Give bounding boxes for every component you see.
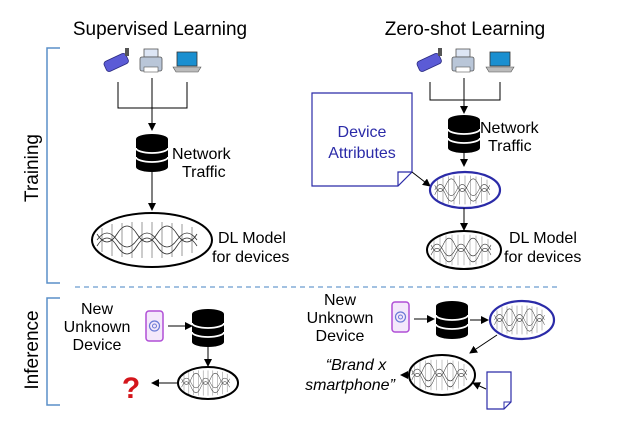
dl-model-node [177,366,239,400]
new-device-line3: Device [73,337,122,354]
smartphone-icon [391,301,410,333]
supervised-title: Supervised Learning [73,19,247,40]
traffic-label-line2: Traffic [488,138,532,155]
database-icon [447,114,481,154]
traffic-label-line1: Network [480,120,540,137]
attribute-embedding-node [428,170,502,210]
training-label: Training [22,134,43,202]
dl-model-node [426,230,502,270]
arrow [472,382,487,390]
dl-model-label-line1: DL Model [218,230,286,247]
training-bracket [46,47,60,284]
printer-icon [139,48,163,73]
device-connector [429,78,501,101]
database-icon [435,300,469,340]
database-icon [191,308,225,348]
traffic-label-line2: Traffic [182,164,226,181]
prediction-line2: smartphone” [305,377,395,394]
dl-model-label-line2: for devices [212,249,289,266]
new-device-line2: Unknown [64,319,131,336]
smartphone-icon [145,310,164,342]
attribute-embedding-node [488,299,556,341]
dl-model-label-line1: DL Model [509,230,577,247]
arrow [469,334,498,354]
camera-icon [103,48,129,72]
inference-bracket [46,297,60,406]
traffic-label-line1: Network [172,146,232,163]
printer-icon [451,48,475,73]
attributes-document-icon [486,371,512,410]
new-device-line3: Device [316,328,365,345]
dl-model-node [91,212,213,268]
new-device-line1: New [324,292,356,309]
dl-model-label-line2: for devices [504,249,581,266]
camera-icon [416,48,442,72]
laptop-icon [485,51,515,73]
device-attributes-line2: Attributes [328,145,396,162]
prediction-line1: “Brand x [326,357,387,374]
device-attributes-document [311,92,413,187]
arrow [411,171,431,187]
laptop-icon [172,51,202,73]
dl-model-node [408,354,476,396]
database-icon [135,133,169,173]
new-device-line2: Unknown [307,310,374,327]
new-device-line1: New [81,301,113,318]
device-attributes-line1: Device [338,124,387,141]
zeroshot-title: Zero-shot Learning [385,19,546,40]
inference-label: Inference [22,310,43,389]
unknown-result-mark: ? [122,372,140,405]
